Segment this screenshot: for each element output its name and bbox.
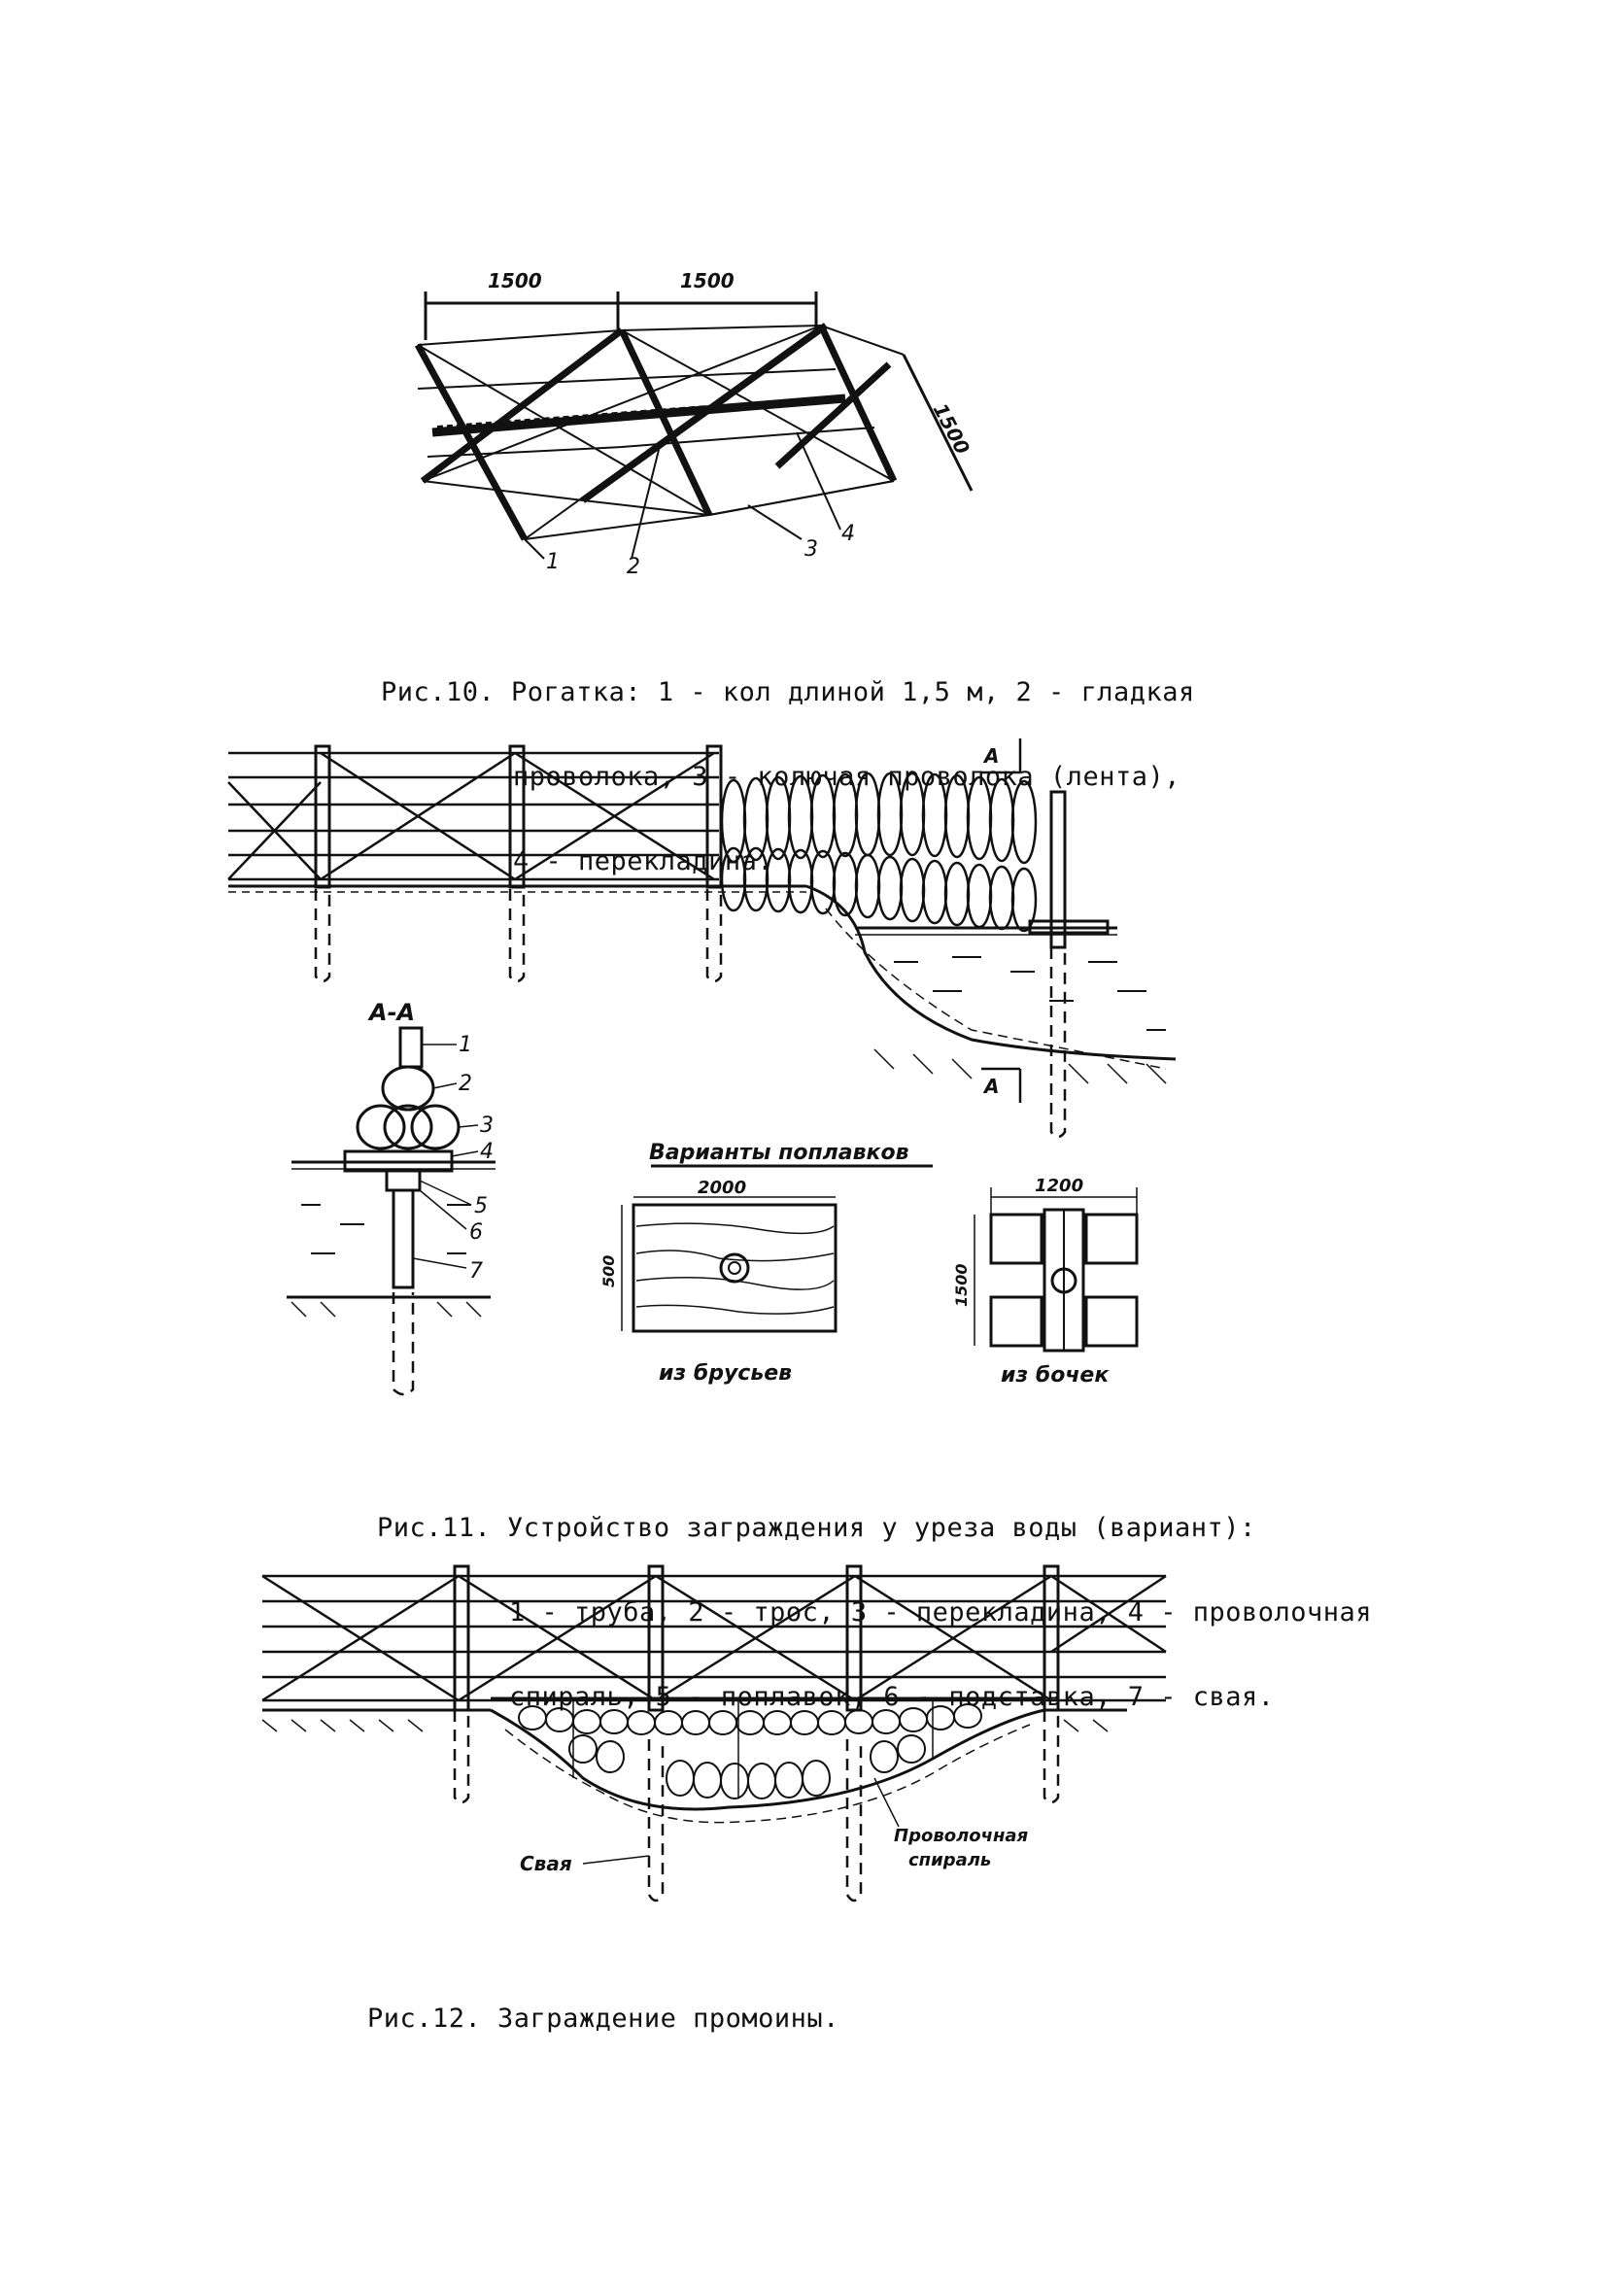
fig11-barrel-label: из бочек [1001,1363,1110,1388]
fig11-section-mark-top: А [982,744,999,768]
fig11-section-callout-4: 4 [480,1140,494,1164]
fig11-section-callout-5: 5 [474,1194,488,1218]
fig10-dim-left: 1500 [488,269,542,292]
fig11-variants-title: Варианты поплавков [649,1141,909,1165]
fig10-callout-3: 3 [804,537,818,562]
fig11-barrel-width: 1200 [1035,1176,1083,1196]
fig11-section-callout-1: 1 [459,1033,472,1057]
fig11-section-callout-3: 3 [480,1114,494,1138]
fig12-pile-label: Свая [520,1852,572,1875]
fig11-caption-line-2: 1 - труба, 2 - трос, 3 - перекладина, 4 … [509,1597,1373,1628]
fig11-caption-line-1: Рис.11. Устройство заграждения у уреза в… [377,1513,1256,1543]
fig10-callout-1: 1 [546,550,560,574]
fig11-timber-label: из брусьев [659,1361,792,1386]
fig10-caption-line-1: Рис.10. Рогатка: 1 - кол длиной 1,5 м, 2… [381,677,1195,707]
fig11-barrel-height: 1500 [952,1263,971,1307]
fig10-dim-right: 1500 [680,269,735,292]
fig12-caption-line-1: Рис.12. Заграждение промоины. [367,2004,839,2034]
fig12-spiral-label-1: Проволочная [894,1826,1029,1846]
fig10-callout-4: 4 [841,522,855,546]
fig11-timber-width: 2000 [698,1178,746,1198]
fig11-timber-height: 500 [599,1255,618,1287]
fig11-section-callout-7: 7 [469,1259,483,1284]
fig11-section-title: А-А [367,999,415,1026]
fig11-section-callout-2: 2 [459,1072,472,1096]
fig11-caption: Рис.11. Устройство заграждения у уреза в… [377,1457,1372,1739]
fig12-spiral-label-2: спираль [908,1850,991,1870]
fig11-section-callout-6: 6 [469,1220,483,1245]
fig12-caption: Рис.12. Заграждение промоины. [367,1948,839,2061]
fig10-callout-2: 2 [627,555,640,579]
fig11-section-mark-bottom: А [982,1075,999,1098]
